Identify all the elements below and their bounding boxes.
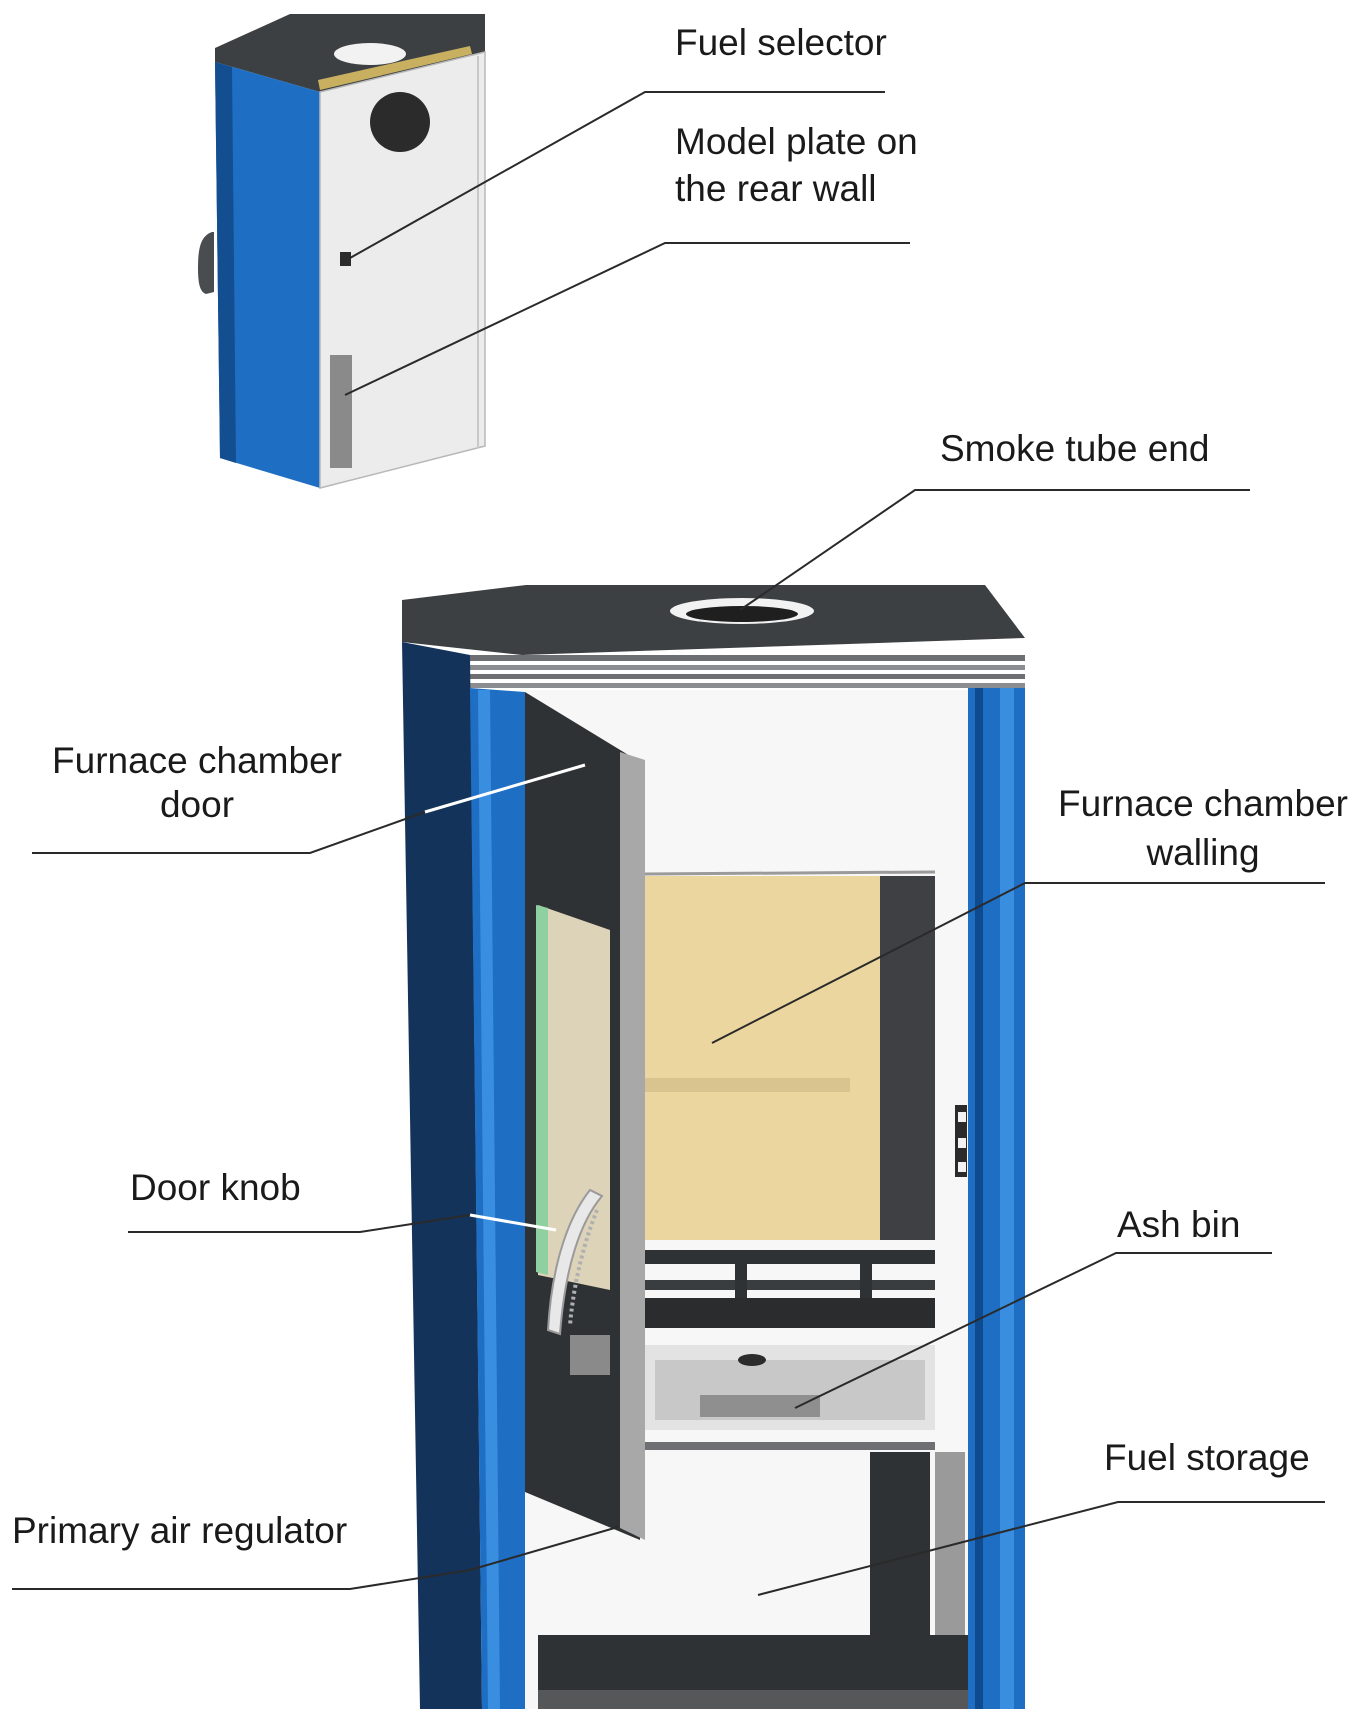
rear-view-fuel-selector [340,252,351,266]
rear-view-flue-hole [370,92,430,152]
rear-view-blue-side [215,62,320,488]
label-fuel-selector: Fuel selector [675,22,887,63]
front-furnace-walling-seam [645,1078,850,1092]
label-ash-bin: Ash bin [1117,1204,1240,1245]
front-smoke-tube-hole [686,606,798,622]
leader-fuel-storage [757,1501,1325,1596]
label-primary-air-regulator: Primary air regulator [12,1510,347,1551]
leader-primary-air-regulator [12,1569,471,1590]
label-furnace-walling-line2: walling [1145,832,1259,873]
front-furnace-door [525,692,645,1540]
rear-view-stove [198,14,486,489]
front-door-regulator-slot [570,1335,610,1375]
front-right-pillar-edge [975,688,983,1709]
rear-view-blue-side-shade [215,62,236,463]
label-model-plate-line1: Model plate on [675,121,918,162]
leader-smoke-tube-end [739,489,1250,611]
rear-view-model-plate [330,355,352,468]
leader-ash-bin [794,1252,1272,1409]
front-top-layers [470,655,1025,688]
leader-primary-air-regulator-inner [469,1526,619,1571]
leader-furnace-door-white [424,763,586,814]
front-door-knob [546,1188,604,1336]
rear-view-top-opening [334,43,406,65]
leader-model-plate [344,242,910,396]
front-grate [645,1250,935,1328]
leader-lines [12,91,1325,1596]
rear-view-handle [198,232,214,294]
front-furnace-top-edge [644,870,936,876]
rear-view-top-strip [318,46,472,90]
front-left-pillar-highlight [478,690,500,1709]
front-furnace-walling-rear-shade [880,876,935,1240]
front-ash-bin [645,1345,935,1430]
leader-door-knob-white [469,1213,557,1232]
front-right-pillar-highlight [1000,688,1014,1709]
label-door-knob: Door knob [130,1167,301,1208]
front-door-glass-edge [536,905,548,1275]
front-fuel-storage [538,1442,968,1709]
rear-view-rear-panel [319,51,486,489]
front-door-knob-grip [568,1209,599,1326]
front-view-stove [402,585,1025,1709]
leader-door-knob [128,1214,471,1233]
front-left-side-panel [402,642,482,1709]
front-door-latch [955,1105,967,1177]
label-furnace-door-line1: Furnace chamber [52,740,342,781]
leader-furnace-walling [711,882,1325,1044]
label-furnace-walling-line1: Furnace chamber [1058,783,1348,824]
label-furnace-door-line2: door [160,784,234,825]
labels: Fuel selector Model plate on the rear wa… [12,22,1348,1551]
label-fuel-storage: Fuel storage [1104,1437,1310,1478]
label-smoke-tube-end: Smoke tube end [940,428,1209,469]
leader-fuel-selector [349,91,885,259]
label-model-plate-line2: the rear wall [675,168,877,209]
leader-furnace-door [32,811,426,854]
